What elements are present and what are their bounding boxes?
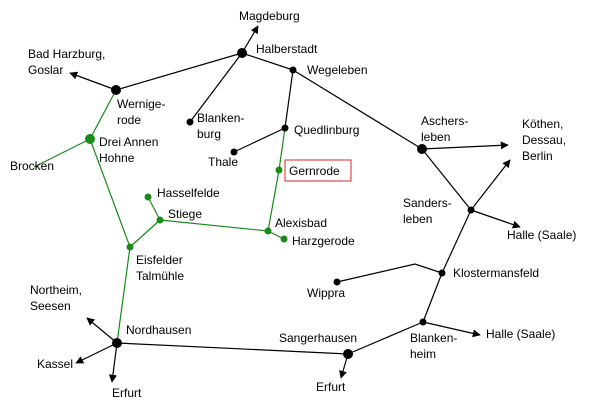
arrow-to-halle-upper <box>470 209 521 229</box>
label-wippra[interactable]: Wippra <box>307 286 345 300</box>
arrow-to-kassel <box>75 342 118 364</box>
arrow-to-halle-lower <box>422 321 481 338</box>
label-northeim-1[interactable]: Northeim, <box>30 283 82 297</box>
gernrode-highlight-box <box>284 159 352 182</box>
line-halberstadt-blankenburg <box>189 52 243 123</box>
station-wegeleben <box>289 66 297 74</box>
label-brocken[interactable]: Brocken <box>10 159 54 173</box>
stations <box>85 48 475 359</box>
label-alexisbad[interactable]: Alexisbad <box>275 216 327 230</box>
direction-arrows <box>69 25 521 383</box>
line-halberstadt-wegeleben <box>241 52 294 71</box>
line-drei-annen-brocken <box>33 138 91 168</box>
station-sandersleben <box>467 206 475 214</box>
label-harzgerode[interactable]: Harzgerode <box>292 234 355 248</box>
label-sandersleben-2[interactable]: leben <box>403 212 432 226</box>
arrow-to-koethen <box>421 141 509 150</box>
label-koethen-3[interactable]: Berlin <box>522 149 553 163</box>
arrow-to-berlin-ne <box>470 159 511 211</box>
line-wernigerode-drei-annen <box>89 89 117 140</box>
station-hasselfelde <box>144 193 152 201</box>
line-wegeleben-quedlinburg <box>284 69 294 129</box>
label-stiege[interactable]: Stiege <box>168 207 202 221</box>
label-koethen-1[interactable]: Köthen, <box>522 117 563 131</box>
label-sandersleben-1[interactable]: Sanders- <box>403 196 452 210</box>
station-eisfelder-talmuehle <box>126 243 134 251</box>
station-sangerhausen <box>343 349 353 359</box>
line-wegeleben-aschersleben <box>292 69 423 150</box>
station-wippra <box>333 278 341 286</box>
label-wegeleben[interactable]: Wegeleben <box>307 63 368 77</box>
station-blankenheim <box>419 318 427 326</box>
label-thale[interactable]: Thale <box>208 155 238 169</box>
station-labels: Magdeburg Halberstadt Bad Harzburg, Gosl… <box>10 9 576 400</box>
label-klostermansfeld[interactable]: Klostermansfeld <box>453 266 539 280</box>
label-erfurt-right[interactable]: Erfurt <box>316 380 346 394</box>
line-wernigerode-halberstadt <box>115 52 243 91</box>
station-nordhausen <box>112 338 122 348</box>
label-bad-harzburg-2[interactable]: Goslar <box>28 63 63 77</box>
station-gernrode <box>275 166 283 174</box>
label-eisfelder-2[interactable]: Talmühle <box>136 269 184 283</box>
label-eisfelder-1[interactable]: Eisfelder <box>136 253 183 267</box>
label-hasselfelde[interactable]: Hasselfelde <box>157 186 220 200</box>
line-sangerhausen-blankenheim <box>347 321 424 355</box>
line-klostermansfeld-blankenheim <box>422 272 443 323</box>
line-aschersleben-sandersleben <box>421 148 472 211</box>
station-klostermansfeld <box>438 269 446 277</box>
arrow-to-erfurt-left <box>108 342 118 383</box>
label-blankenheim-1[interactable]: Blanken- <box>410 331 457 345</box>
station-stiege <box>156 216 164 224</box>
label-halle-upper[interactable]: Halle (Saale) <box>507 228 576 242</box>
label-sangerhausen[interactable]: Sangerhausen <box>279 331 357 345</box>
label-quedlinburg[interactable]: Quedlinburg <box>294 123 359 137</box>
station-aschersleben <box>417 144 427 154</box>
label-erfurt-left[interactable]: Erfurt <box>112 386 142 400</box>
label-wernigerode-1[interactable]: Wernige- <box>117 97 165 111</box>
arrow-to-northeim <box>86 317 118 344</box>
line-drei-annen-eisfelder <box>89 138 131 248</box>
label-halberstadt[interactable]: Halberstadt <box>256 42 318 56</box>
line-eisfelder-nordhausen <box>116 246 131 344</box>
line-stiege-hasselfelde <box>147 196 161 221</box>
line-nordhausen-sangerhausen <box>116 342 349 355</box>
standard-gauge-lines <box>115 52 472 355</box>
label-wernigerode-2[interactable]: rode <box>117 113 141 127</box>
label-gernrode[interactable]: Gernrode <box>289 164 340 178</box>
station-alexisbad <box>264 227 272 235</box>
label-aschersleben-2[interactable]: leben <box>421 130 450 144</box>
label-kassel[interactable]: Kassel <box>37 357 73 371</box>
label-koethen-2[interactable]: Dessau, <box>522 133 566 147</box>
label-northeim-2[interactable]: Seesen <box>30 299 71 313</box>
line-alexisbad-gernrode <box>267 169 280 232</box>
station-halberstadt <box>237 48 247 58</box>
label-bad-harzburg-1[interactable]: Bad Harzburg, <box>28 47 105 61</box>
line-quedlinburg-thale <box>233 127 286 153</box>
label-drei-annen-2[interactable]: Hohne <box>99 151 135 165</box>
label-halle-lower[interactable]: Halle (Saale) <box>486 327 555 341</box>
line-klostermansfeld-wippra <box>336 263 443 283</box>
label-blankenburg-1[interactable]: Blanken- <box>197 111 244 125</box>
station-wernigerode <box>111 85 121 95</box>
label-drei-annen-1[interactable]: Drei Annen <box>99 135 158 149</box>
line-sandersleben-klostermansfeld <box>441 209 472 274</box>
line-eisfelder-stiege <box>129 219 161 248</box>
station-blankenburg <box>186 118 194 126</box>
label-blankenburg-2[interactable]: burg <box>197 127 221 141</box>
station-quedlinburg <box>281 124 289 132</box>
station-harzgerode <box>280 235 288 243</box>
line-stiege-alexisbad <box>159 219 269 232</box>
station-drei-annen-hohne <box>85 134 95 144</box>
arrow-to-magdeburg <box>241 25 259 54</box>
arrow-to-bad-harzburg <box>69 71 117 91</box>
label-magdeburg[interactable]: Magdeburg <box>239 9 300 23</box>
narrow-gauge-lines <box>33 89 286 344</box>
label-aschersleben-1[interactable]: Aschers- <box>421 114 468 128</box>
line-gernrode-quedlinburg <box>278 127 286 171</box>
label-blankenheim-2[interactable]: heim <box>410 347 436 361</box>
label-nordhausen[interactable]: Nordhausen <box>126 323 191 337</box>
station-thale <box>230 148 238 156</box>
